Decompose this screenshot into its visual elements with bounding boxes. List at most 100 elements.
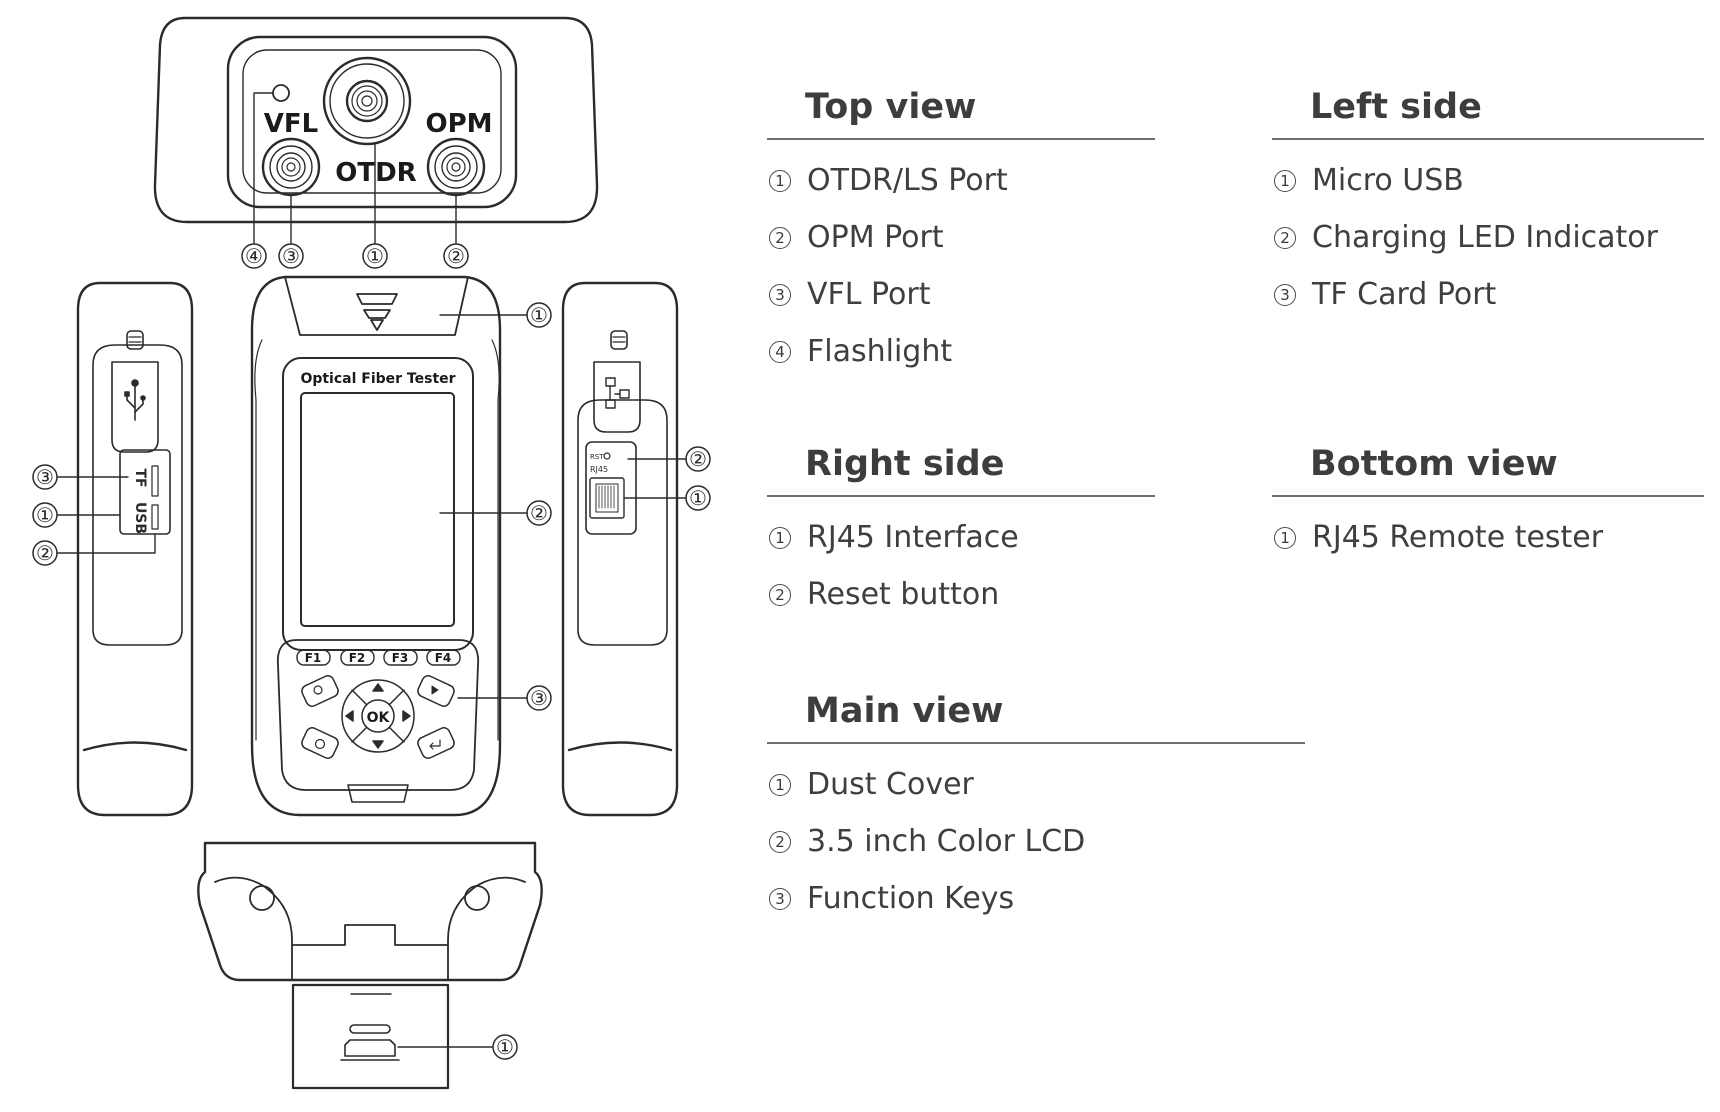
otdr-ls-port-icon: [322, 56, 412, 146]
item-label: TF Card Port: [1312, 277, 1497, 312]
item-number: 1: [1274, 169, 1296, 192]
section-divider: [767, 138, 1155, 140]
vfl-label: VFL: [264, 109, 318, 139]
top-callout-1: ①: [366, 244, 384, 268]
list-item: 1 Dust Cover: [767, 756, 1305, 813]
list-item: 2 Reset button: [767, 566, 1155, 623]
left-callouts: ③ ① ②: [32, 464, 58, 566]
list-item: 1 Micro USB: [1272, 152, 1704, 209]
top-callout-4: ④: [245, 244, 263, 268]
item-label: Micro USB: [1312, 163, 1464, 198]
section-divider: [767, 742, 1305, 744]
remote-rj45-port-icon: [340, 1039, 400, 1061]
list-item: 2 3.5 inch Color LCD: [767, 813, 1305, 870]
device-diagram: VFL OTDR OPM ④ ③ ① ②: [32, 16, 711, 1090]
legend-bottom-view: Bottom view 1 RJ45 Remote tester: [1272, 441, 1704, 566]
bottom-callouts: ①: [492, 1034, 518, 1060]
item-number: 1: [769, 773, 791, 796]
item-number: 1: [1274, 526, 1296, 549]
right-callout-2: ②: [689, 447, 707, 471]
ok-label: OK: [367, 710, 391, 726]
section-title: Right side: [805, 444, 1005, 484]
item-label: OTDR/LS Port: [807, 163, 1008, 198]
section-divider: [767, 495, 1155, 497]
ok-key: [361, 699, 395, 733]
item-label: OPM Port: [807, 220, 944, 255]
top-view: VFL OTDR OPM: [153, 16, 599, 244]
main-callout-1: ①: [530, 303, 548, 327]
network-icon: [605, 377, 630, 409]
main-view: Optical Fiber Tester F1 F2 F3 F4: [250, 275, 528, 817]
otdr-label: OTDR: [335, 158, 416, 188]
rj45-label: RJ45: [590, 465, 608, 474]
reset-button-icon: [603, 452, 611, 460]
function-keypad: [301, 675, 455, 759]
bottom-callout-1: ①: [496, 1035, 514, 1059]
f1-key: [296, 649, 331, 666]
section-title: Bottom view: [1310, 444, 1558, 484]
item-label: 3.5 inch Color LCD: [807, 824, 1086, 859]
reset-label: RST: [590, 453, 604, 461]
play-pause-key-icon: [431, 685, 439, 695]
legend-top-view: Top view 1 OTDR/LS Port 2 OPM Port 3 VFL Po…: [767, 84, 1155, 380]
opm-label: OPM: [425, 109, 492, 139]
usb-port-label: USB: [132, 502, 148, 534]
f3-key: [383, 649, 418, 666]
main-callout-2: ②: [530, 501, 548, 525]
item-label: Dust Cover: [807, 767, 974, 802]
top-callouts: ④ ③ ① ②: [241, 243, 469, 269]
f2-label: F2: [349, 651, 366, 665]
section-title: Main view: [805, 691, 1004, 731]
legend-main-view: Main view 1 Dust Cover 2 3.5 inch Color LC…: [767, 688, 1305, 927]
f2-key: [340, 649, 375, 666]
f4-key: [426, 649, 461, 666]
list-item: 3 VFL Port: [767, 266, 1155, 323]
list-item: 1 RJ45 Remote tester: [1272, 509, 1704, 566]
left-callout-3: ③: [36, 465, 54, 489]
list-item: 3 TF Card Port: [1272, 266, 1704, 323]
list-item: 1 OTDR/LS Port: [767, 152, 1155, 209]
list-item: 2 OPM Port: [767, 209, 1155, 266]
item-number: 3: [769, 283, 791, 306]
item-number: 3: [1274, 283, 1296, 306]
top-callout-3: ③: [282, 244, 300, 268]
bottom-view: [197, 841, 543, 1090]
section-title: Left side: [1310, 87, 1482, 127]
item-number: 2: [769, 226, 791, 249]
item-label: RJ45 Interface: [807, 520, 1019, 555]
left-callout-2: ②: [36, 541, 54, 565]
right-side-view: RST RJ45: [561, 281, 687, 817]
left-callout-1: ①: [36, 503, 54, 527]
item-number: 2: [769, 583, 791, 606]
flashlight-icon: [272, 84, 290, 102]
item-label: VFL Port: [807, 277, 931, 312]
item-number: 2: [769, 830, 791, 853]
screen-title: Optical Fiber Tester: [300, 371, 455, 387]
f4-label: F4: [435, 651, 452, 665]
item-label: Function Keys: [807, 881, 1015, 916]
item-number: 3: [769, 887, 791, 910]
search-key-icon: [313, 685, 323, 695]
section-divider: [1272, 138, 1704, 140]
item-number: 1: [769, 169, 791, 192]
lcd-screen: [300, 392, 455, 627]
main-callout-3: ③: [530, 686, 548, 710]
item-label: RJ45 Remote tester: [1312, 520, 1604, 555]
power-key-icon: [314, 738, 326, 750]
vfl-port-icon: [261, 137, 321, 197]
item-number: 2: [1274, 226, 1296, 249]
right-callouts: ② ①: [685, 446, 711, 511]
section-divider: [1272, 495, 1704, 497]
f1-label: F1: [305, 651, 322, 665]
section-title: Top view: [805, 87, 977, 127]
usb-icon: [124, 379, 146, 421]
item-label: Reset button: [807, 577, 1000, 612]
opm-port-icon: [426, 137, 486, 197]
item-label: Flashlight: [807, 334, 953, 369]
rj45-port-icon: [589, 477, 625, 519]
